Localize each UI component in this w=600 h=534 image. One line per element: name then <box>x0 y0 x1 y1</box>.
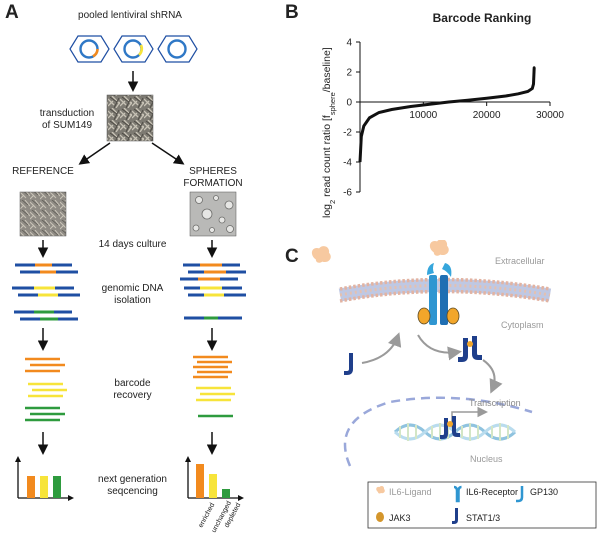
outlier-point <box>532 66 536 69</box>
panel-a-graphics: enriched unchanged depleted <box>12 35 246 534</box>
spheres-bar-chart <box>185 456 244 501</box>
svg-text:JAK3: JAK3 <box>389 513 411 523</box>
transduction-label-1: transduction <box>39 108 95 119</box>
cytoplasm-label: Cytoplasm <box>501 320 544 330</box>
svg-text:IL6-Ligand: IL6-Ligand <box>389 487 432 497</box>
y-tick-label: 4 <box>346 38 352 49</box>
transduction-label-2: of SUM149 <box>41 120 93 131</box>
plasmid-2 <box>113 35 154 63</box>
arrow-left <box>78 142 111 165</box>
il6-ligand-icon <box>311 246 331 263</box>
outlier-point <box>532 68 536 72</box>
chart-title: Barcode Ranking <box>433 11 532 25</box>
il6-receptor-complex <box>417 263 460 325</box>
stat-monomer-icon <box>344 353 353 375</box>
spheres-barcodes <box>193 355 235 418</box>
recruit-arrow <box>361 332 402 364</box>
spheres-label-2: FORMATION <box>183 178 243 189</box>
legend-stat-icon <box>452 508 458 524</box>
outlier-point <box>532 70 536 74</box>
culture-label: 14 days culture <box>98 239 167 250</box>
phospho-arrow <box>417 334 462 361</box>
plasmid-1 <box>69 35 110 63</box>
plasmid-3 <box>157 35 198 63</box>
chart-ticks: -6 -4 -2 0 2 4 10000 20000 30000 <box>343 38 564 199</box>
y-tick-label: -2 <box>343 128 352 139</box>
chart-top-points <box>532 66 536 74</box>
y-tick-label: 2 <box>346 68 352 79</box>
barcode-ranking-line <box>358 67 536 163</box>
panel-letter-b: B <box>285 2 299 23</box>
legend-gp130-icon <box>516 486 524 503</box>
svg-text:STAT1/3: STAT1/3 <box>466 513 500 523</box>
barcode-ranking-chart: Barcode Ranking -6 -4 -2 0 2 4 10000 20000 30000… <box>321 11 564 218</box>
top-label: pooled lentiviral shRNA <box>78 10 182 21</box>
dna-label-2: isolation <box>114 295 151 306</box>
arrow-right <box>151 142 185 165</box>
x-tick-label: 20000 <box>473 110 501 121</box>
legend-jak3-icon <box>376 512 384 522</box>
reference-barcodes <box>25 357 67 422</box>
panel-letter-a: A <box>5 2 19 23</box>
extracellular-label: Extracellular <box>495 256 545 266</box>
y-tick-label: 0 <box>346 98 352 109</box>
legend-ligand-icon <box>376 485 385 494</box>
legend-box: IL6-Ligand IL6-Receptor GP130 JAK3 STAT1… <box>367 481 597 529</box>
transcription-label: Transcription <box>469 398 521 408</box>
y-tick-label: -4 <box>343 158 352 169</box>
x-tick-label: 30000 <box>536 110 564 121</box>
svg-text:GP130: GP130 <box>530 487 558 497</box>
dna-label-1: genomic DNA <box>101 283 164 294</box>
spheres-label-1: SPHERES <box>189 166 237 177</box>
il6-ligand-icon <box>429 240 449 256</box>
spheres-dna-strands <box>180 263 246 320</box>
nucleus-envelope <box>343 396 533 467</box>
reference-dna-strands <box>12 263 80 321</box>
reference-bar-chart <box>15 456 74 501</box>
barcode-label-1: barcode <box>114 378 151 389</box>
chart-axes <box>359 42 550 192</box>
svg-text:IL6-Receptor: IL6-Receptor <box>466 487 518 497</box>
chart-y-axis-label: log2 read count ratio [fsphere/baseline] <box>321 47 337 218</box>
panel-letter-c: C <box>285 246 299 267</box>
transduction-micrograph <box>106 94 154 142</box>
nuclear-entry-arrow <box>482 359 503 394</box>
dna-bound-stat-icon <box>440 416 460 439</box>
reference-label: REFERENCE <box>12 166 74 177</box>
barcode-label-2: recovery <box>113 390 152 401</box>
ngs-label-1: next generation <box>98 474 167 485</box>
stat-dimer-icon <box>458 336 482 362</box>
reference-micrograph <box>19 191 67 237</box>
legend-receptor-icon <box>453 485 462 503</box>
y-tick-label: -6 <box>343 188 352 199</box>
spheres-micrograph <box>189 191 237 237</box>
nucleus-label: Nucleus <box>470 454 503 464</box>
ngs-label-2: seqcencing <box>107 486 158 497</box>
il6-pathway-diagram: Extracellular Cytoplasm Transcription Nu… <box>311 240 597 529</box>
x-tick-label: 10000 <box>409 110 437 121</box>
